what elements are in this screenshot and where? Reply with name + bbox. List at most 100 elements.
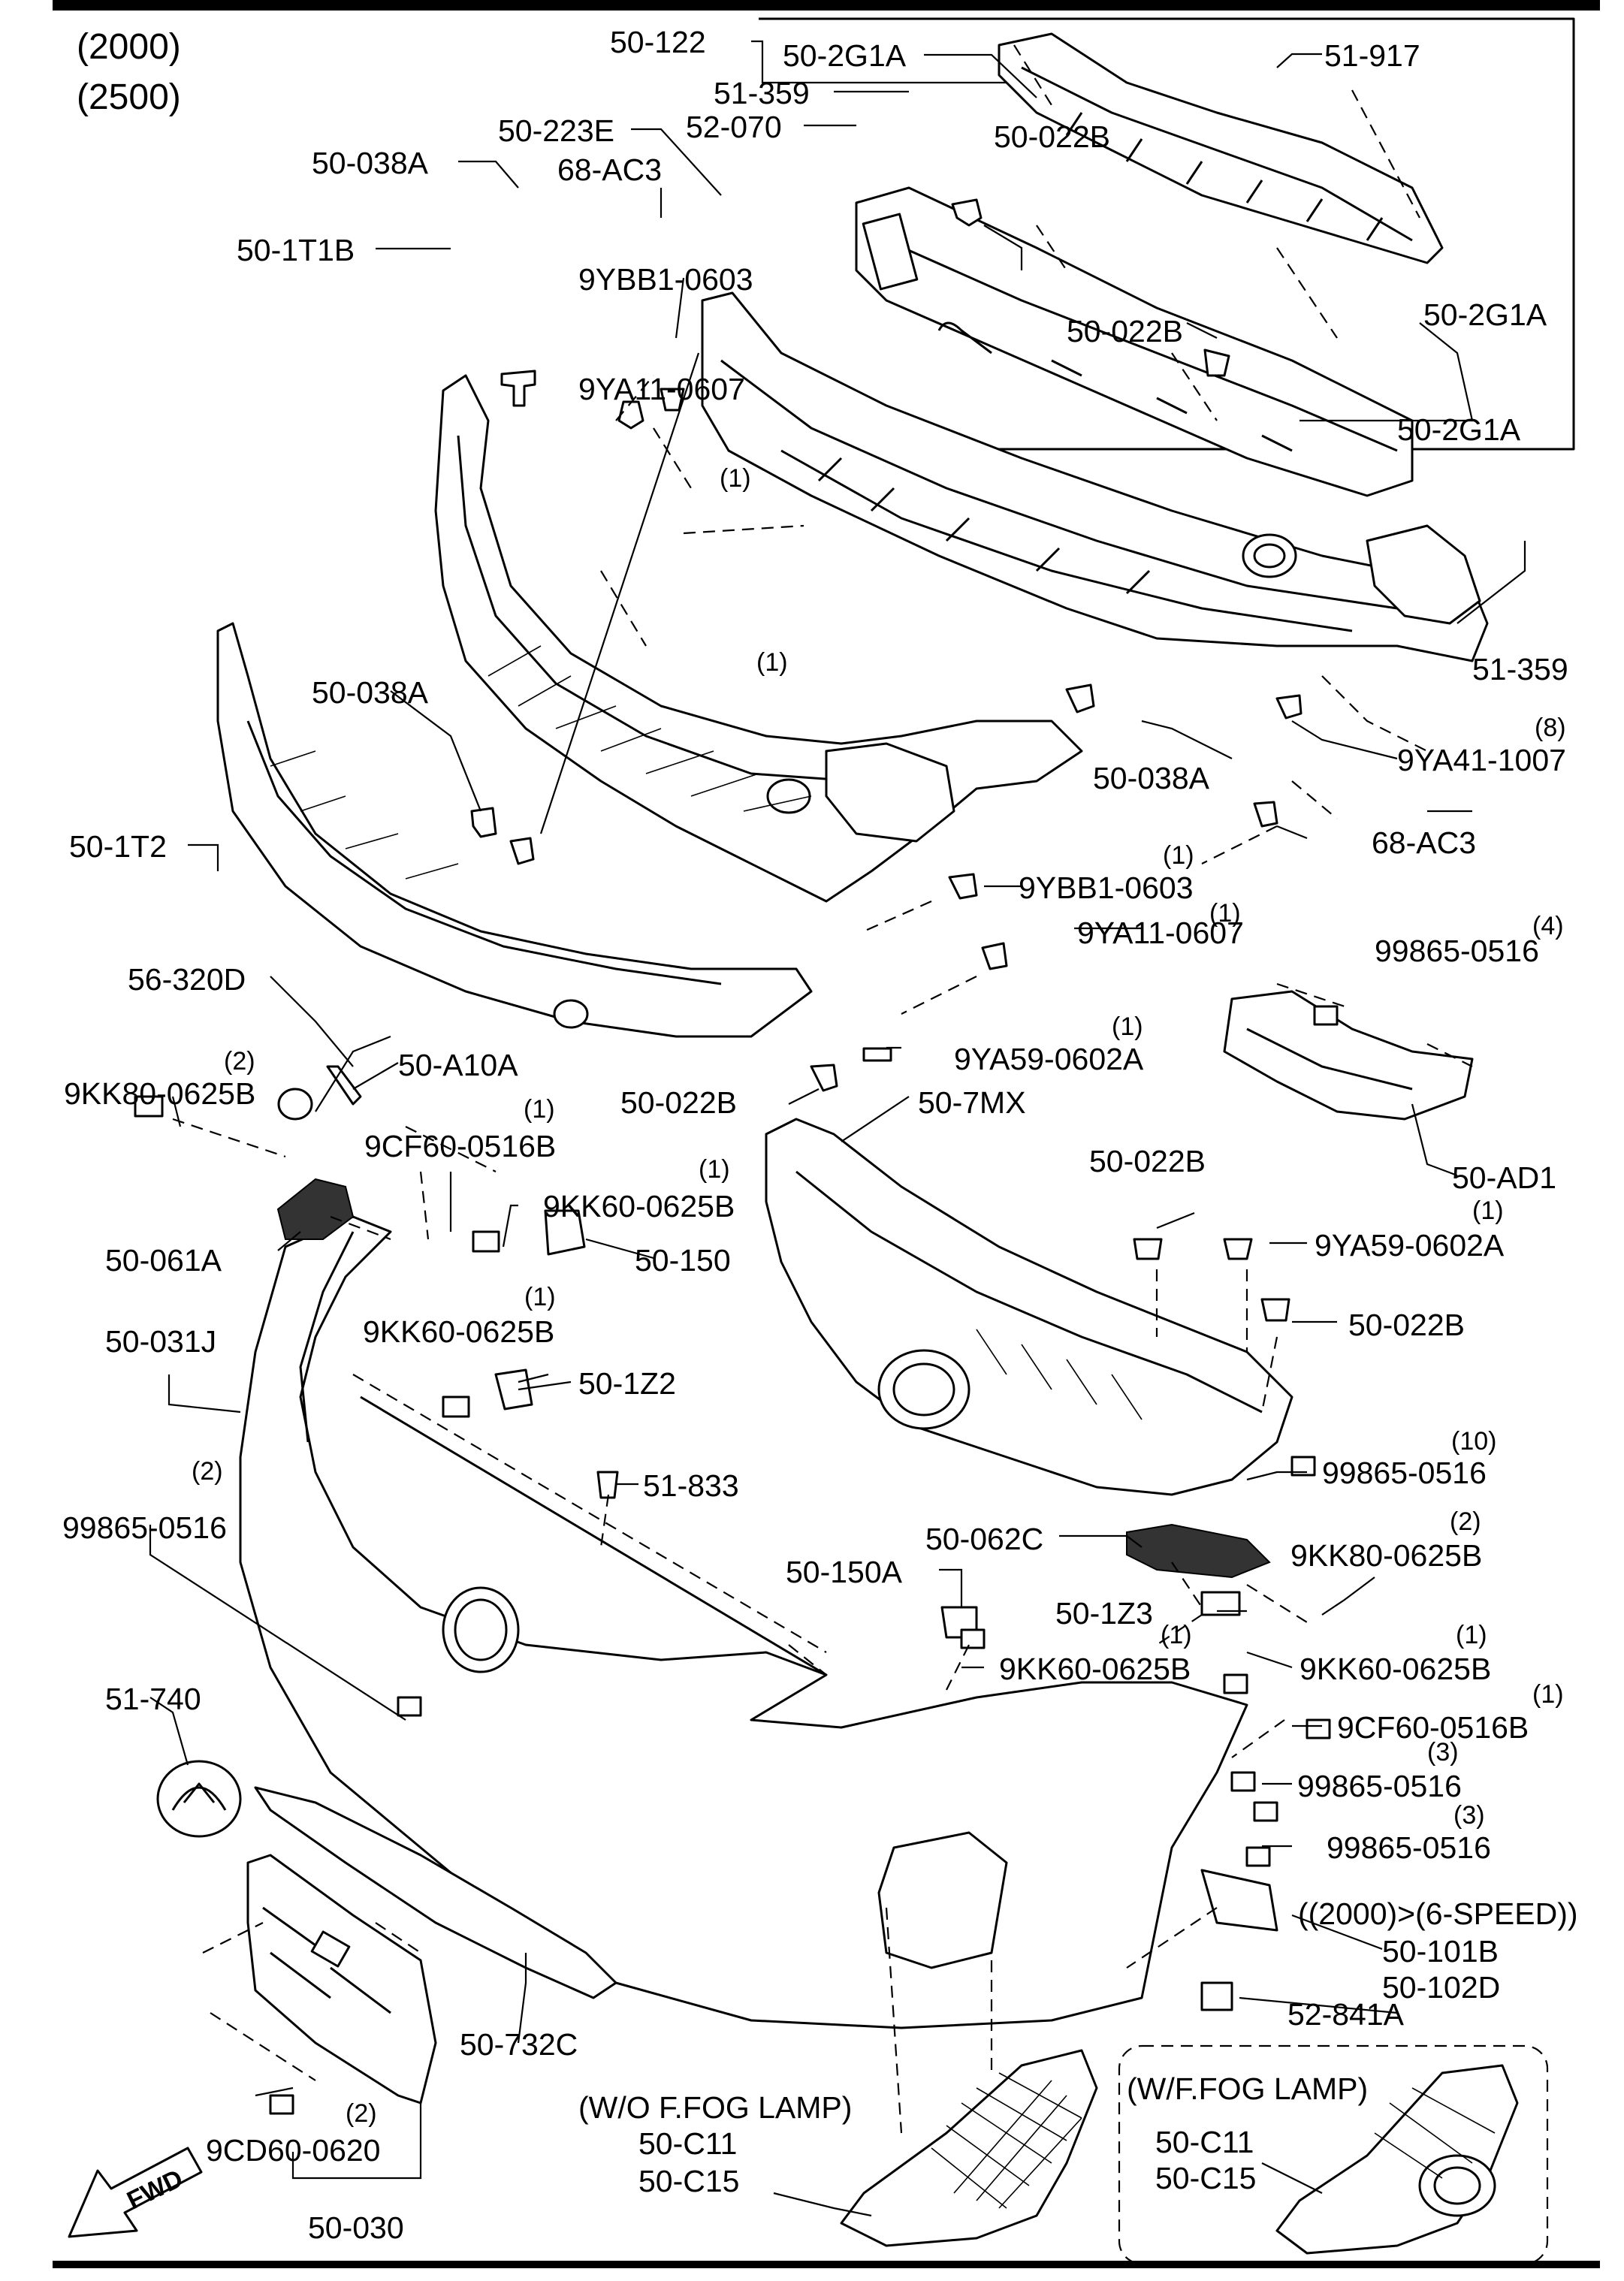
- bracket-50-062C: [1126, 1523, 1271, 1579]
- part-label: 52-070: [686, 110, 782, 144]
- fasteners: [134, 198, 1339, 2115]
- reinforcement-52-070: [855, 186, 1414, 497]
- quantity-label: (1): [1112, 1012, 1143, 1041]
- fwd-arrow-icon: FWD: [68, 2147, 203, 2238]
- part-labels: 50-122 50-2G1A 51-917 51-359 52-070 50-0…: [62, 25, 1568, 2245]
- lower-grille-50-1T2: [216, 622, 813, 1038]
- absorber-group-box: [751, 17, 1575, 451]
- part-label: 50-030: [308, 2210, 404, 2245]
- part-label: 51-359: [714, 76, 810, 110]
- fog-cover-right: [1275, 2064, 1519, 2255]
- part-label: 51-740: [105, 1682, 201, 1716]
- part-label: 9KK80-0625B: [1290, 1538, 1482, 1573]
- part-label: 9YA11-0607: [578, 372, 745, 406]
- quantity-label: (1): [1456, 1621, 1487, 1649]
- part-label: 56-320D: [128, 962, 246, 997]
- part-label: 50-C11: [638, 2126, 737, 2161]
- quantity-label: (10): [1451, 1427, 1496, 1456]
- part-label: 50-150A: [786, 1555, 903, 1589]
- quantity-label: (1): [1209, 899, 1241, 928]
- part-label: 50-031J: [105, 1324, 216, 1359]
- leader-lines: [149, 40, 1526, 2217]
- part-label: 9YBB1-0603: [1019, 870, 1194, 905]
- quantity-label: (2): [346, 2099, 377, 2128]
- model-code-2500: (2500): [77, 77, 181, 117]
- part-label: 50-1T1B: [237, 233, 355, 267]
- part-label: 50-223E: [498, 113, 614, 148]
- part-label: 50-1T2: [69, 829, 167, 864]
- part-label: 9CF60-0516B: [1337, 1710, 1529, 1745]
- part-label: 9YA59-0602A: [954, 1042, 1144, 1076]
- quantity-label: (1): [524, 1095, 555, 1124]
- quantity-label: (1): [699, 1155, 730, 1184]
- quantity-label: (1): [1161, 1621, 1192, 1649]
- part-label: 99865-0516: [1322, 1456, 1487, 1490]
- part-label: 50-062C: [925, 1522, 1043, 1556]
- part-label: 51-833: [643, 1468, 739, 1503]
- bumper-cover-50-031J: [239, 1215, 1248, 2029]
- part-label: 50-2G1A: [783, 38, 907, 73]
- part-label: 50-AD1: [1452, 1160, 1556, 1195]
- top-border-rule: [53, 0, 1600, 11]
- quantity-label: (1): [1472, 1196, 1504, 1225]
- quantity-label: (1): [1163, 841, 1194, 870]
- part-label: 50-C15: [638, 2164, 739, 2198]
- part-label: 50-022B: [994, 119, 1110, 154]
- part-label: 50-122: [610, 25, 706, 59]
- part-label: 50-038A: [312, 675, 429, 710]
- quantity-label: (2): [1450, 1507, 1481, 1536]
- part-label: 9KK60-0625B: [363, 1314, 554, 1349]
- part-label: 9YA11-0607: [1077, 916, 1244, 950]
- transmission-note: ((2000)>(6-SPEED)): [1298, 1896, 1578, 1931]
- part-label: 51-917: [1324, 38, 1420, 73]
- molding-50-732C: [254, 1786, 617, 1999]
- part-label: 50-022B: [1348, 1308, 1465, 1342]
- part-label: 68-AC3: [557, 152, 662, 187]
- part-label: 9KK60-0625B: [1300, 1652, 1491, 1686]
- emblem-51-740: [156, 1760, 242, 1838]
- part-label: 68-AC3: [1372, 825, 1476, 860]
- quantity-labels: (1) (1) (8) (1) (1) (4) (2) (1) (1) (1) …: [192, 464, 1566, 2128]
- fog-cover-left: [840, 2049, 1098, 2247]
- part-label: 50-150: [635, 1243, 731, 1278]
- quantity-label: (1): [756, 648, 788, 677]
- bottom-border-rule: [53, 2261, 1600, 2268]
- part-label: 50-038A: [312, 146, 429, 180]
- fog-lamp-note-with: (W/F.FOG LAMP): [1127, 2071, 1368, 2106]
- quantity-label: (8): [1535, 714, 1566, 742]
- part-label: 99865-0516: [1375, 934, 1539, 968]
- quantity-label: (1): [1532, 1680, 1564, 1709]
- part-label: 50-102D: [1382, 1970, 1500, 2005]
- part-label: 99865-0516: [1327, 1830, 1491, 1865]
- part-label: 9KK60-0625B: [543, 1189, 735, 1223]
- grille-frame-50-1T1B: [434, 374, 1083, 903]
- duct-50-AD1: [1223, 982, 1474, 1121]
- part-label: 9YA59-0602A: [1315, 1228, 1505, 1263]
- part-label: 50-2G1A: [1397, 412, 1521, 447]
- model-code-2000: (2000): [77, 27, 181, 67]
- part-label: 50-061A: [105, 1243, 222, 1278]
- part-label: 50-101B: [1382, 1934, 1499, 1969]
- bumper-beam-50-223E: [701, 291, 1489, 662]
- part-label: 52-841A: [1287, 1997, 1405, 2032]
- bracket-50-061A: [276, 1178, 355, 1240]
- part-label: 50-7MX: [918, 1085, 1026, 1120]
- parts-illustration: [134, 17, 1575, 2265]
- assembly-lines: [172, 225, 1428, 2134]
- quantity-label: (4): [1532, 912, 1564, 940]
- part-label: 50-022B: [1067, 314, 1183, 348]
- part-label: 99865-0516: [62, 1510, 227, 1545]
- part-label: 99865-0516: [1297, 1769, 1462, 1803]
- part-label: 50-022B: [1089, 1144, 1206, 1178]
- part-label: 9KK60-0625B: [999, 1652, 1191, 1686]
- part-label: 50-1Z2: [578, 1366, 676, 1401]
- part-label: 9YA41-1007: [1397, 743, 1566, 777]
- part-label: 9CD60-0620: [206, 2133, 381, 2168]
- part-label: 9CF60-0516B: [364, 1129, 556, 1163]
- part-label: 50-2G1A: [1423, 297, 1547, 332]
- quantity-label: (2): [192, 1457, 223, 1486]
- part-label: 50-022B: [620, 1085, 737, 1120]
- quantity-label: (2): [224, 1047, 255, 1076]
- part-label: 9KK80-0625B: [64, 1076, 255, 1111]
